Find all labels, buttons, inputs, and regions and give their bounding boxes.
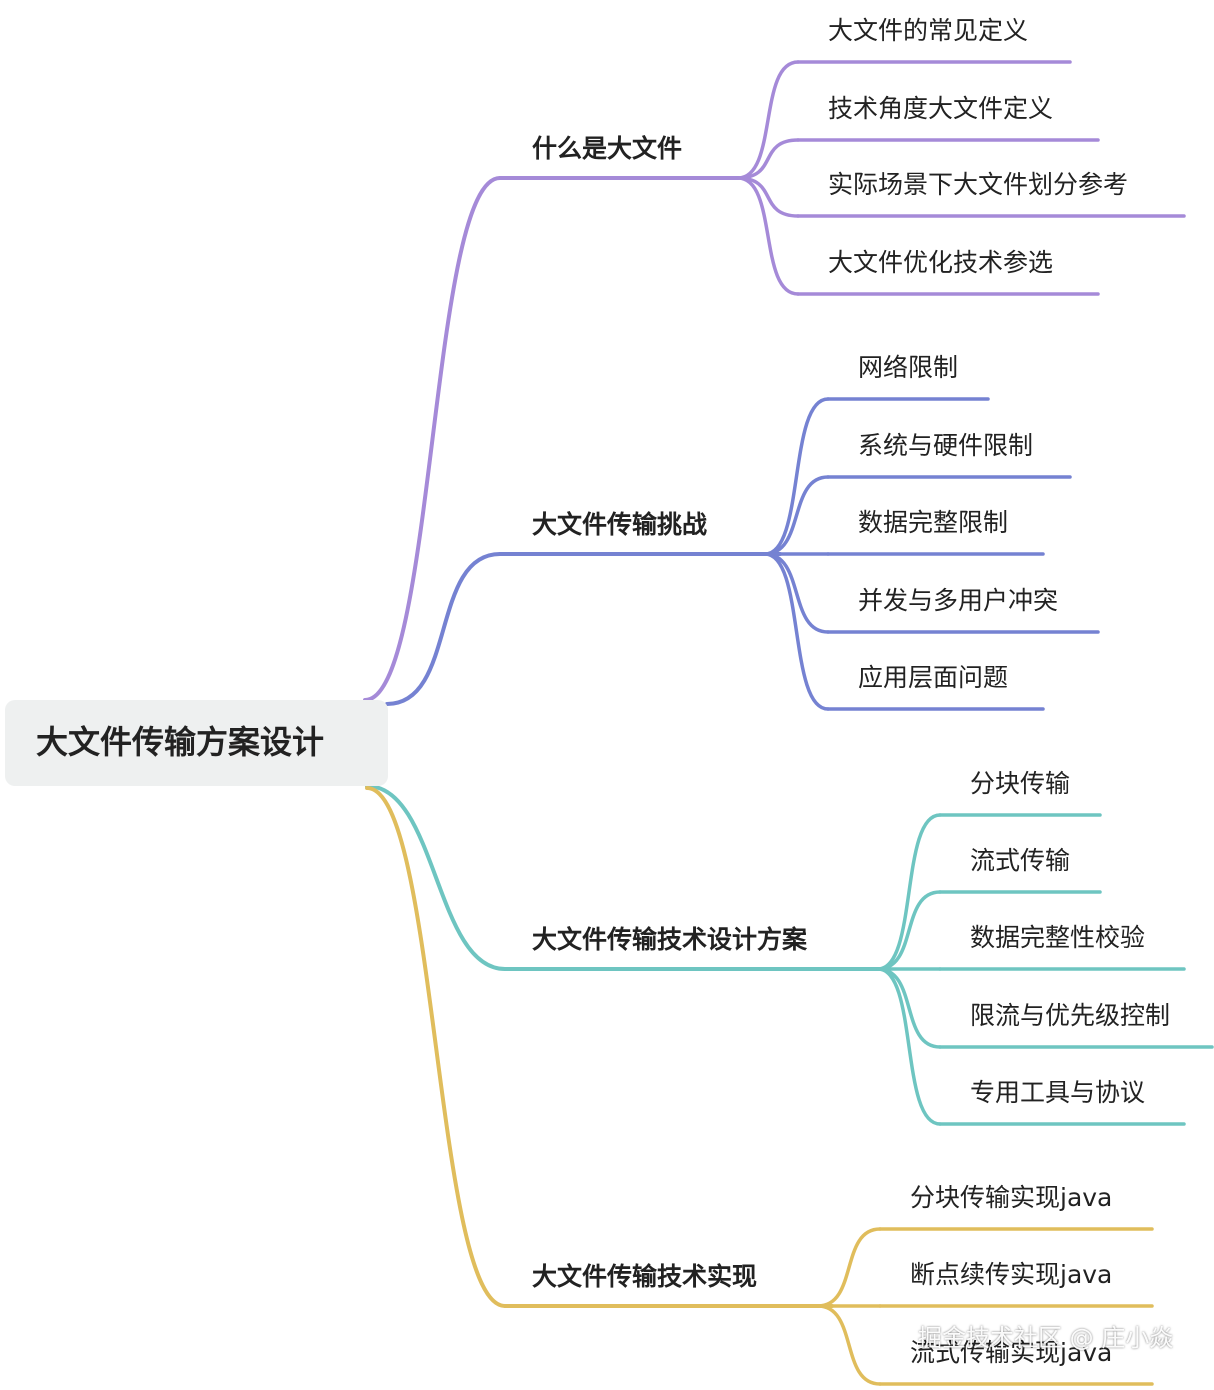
leaf-label[interactable]: 系统与硬件限制 xyxy=(858,431,1034,460)
leaf-connector xyxy=(763,475,830,556)
leaf-label[interactable]: 分块传输 xyxy=(970,769,1071,798)
leaf-label[interactable]: 大文件的常见定义 xyxy=(828,16,1029,45)
leaf-label[interactable]: 流式传输 xyxy=(970,846,1071,875)
leaf-connector xyxy=(876,967,942,1126)
leaf-label[interactable]: 网络限制 xyxy=(858,353,959,382)
leaf-label[interactable]: 流式传输实现java xyxy=(910,1338,1113,1367)
leaf-connector xyxy=(876,890,942,971)
leaf-label[interactable]: 应用层面问题 xyxy=(858,663,1009,692)
leaf-label[interactable]: 分块传输实现java xyxy=(910,1183,1113,1212)
leaf-connector xyxy=(816,1227,882,1308)
leaf-connector xyxy=(736,138,800,180)
root-label: 大文件传输方案设计 xyxy=(36,723,325,761)
leaf-connector xyxy=(763,552,830,711)
branch-label-2[interactable]: 大文件传输挑战 xyxy=(532,510,708,539)
leaf-label[interactable]: 技术角度大文件定义 xyxy=(828,94,1054,123)
branch-label-1[interactable]: 什么是大文件 xyxy=(532,134,683,163)
leaf-connector xyxy=(736,60,800,180)
leaf-label[interactable]: 大文件优化技术参选 xyxy=(828,248,1054,277)
leaf-connector xyxy=(736,176,800,296)
leaf-label[interactable]: 断点续传实现java xyxy=(910,1260,1113,1289)
leaf-connector xyxy=(876,813,942,971)
root-node[interactable] xyxy=(5,700,388,786)
branch-label-4[interactable]: 大文件传输技术实现 xyxy=(532,1262,758,1291)
leaf-label[interactable]: 实际场景下大文件划分参考 xyxy=(828,170,1129,199)
leaf-label[interactable]: 专用工具与协议 xyxy=(970,1078,1146,1107)
branch-connector-1 xyxy=(363,176,502,702)
leaf-label[interactable]: 数据完整性校验 xyxy=(970,923,1146,952)
leaf-connector xyxy=(763,397,830,556)
watermark: 掘金技术社区 @ 庄小焱 xyxy=(918,1324,1174,1352)
leaf-connector xyxy=(736,176,800,218)
branch-connector-4 xyxy=(365,786,507,1308)
branch-connector-2 xyxy=(385,552,502,706)
branch-label-3[interactable]: 大文件传输技术设计方案 xyxy=(532,925,808,954)
leaf-label[interactable]: 限流与优先级控制 xyxy=(970,1001,1171,1030)
leaf-label[interactable]: 并发与多用户冲突 xyxy=(858,586,1059,615)
leaf-connector xyxy=(816,1304,882,1386)
leaf-label[interactable]: 数据完整限制 xyxy=(858,508,1009,537)
branch-connector-3 xyxy=(365,784,507,971)
